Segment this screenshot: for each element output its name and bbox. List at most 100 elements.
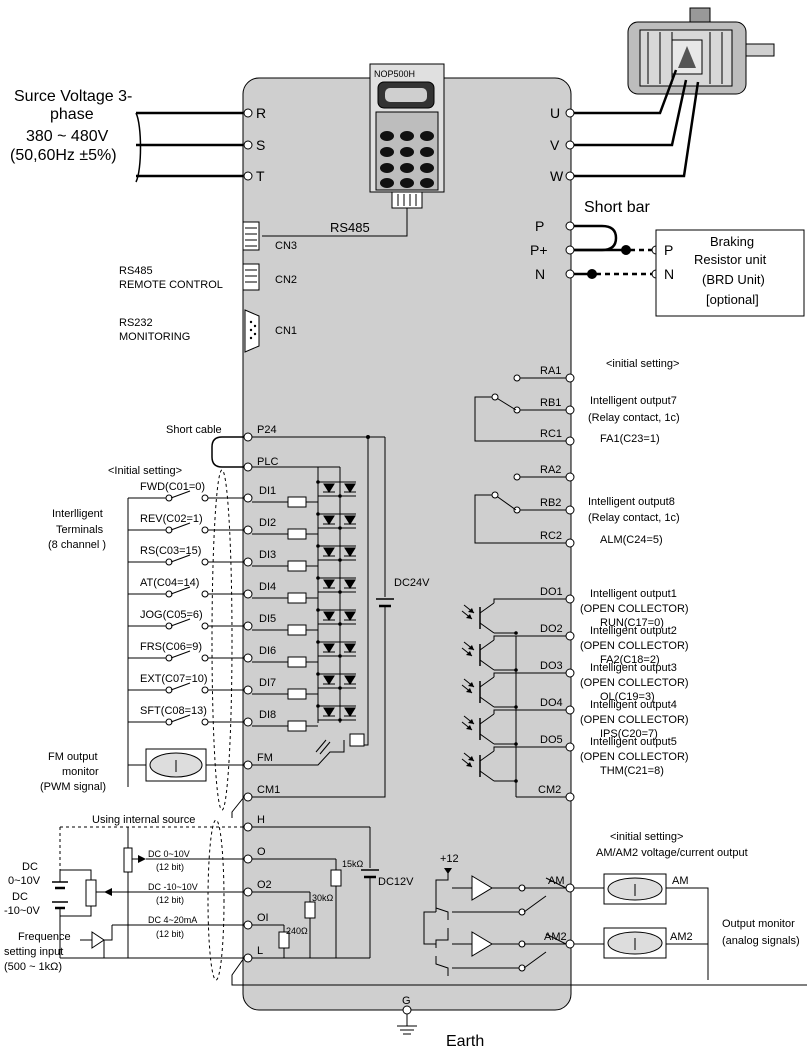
terminal-p: P — [535, 218, 544, 234]
o2-signal-1: DC -10~10V — [148, 882, 198, 892]
input-terminal-label: DI8 — [259, 709, 276, 721]
terminal-t: T — [256, 168, 265, 184]
r15k-label: 15kΩ — [342, 859, 364, 869]
output-desc-line2: (OPEN COLLECTOR) — [580, 714, 689, 726]
terminal-rb1: RB1 — [540, 397, 561, 409]
short-bar-label: Short bar — [584, 199, 650, 216]
connector-cn1: CN1 — [275, 325, 297, 337]
input-terminal-label: DI5 — [259, 613, 276, 625]
am-initial-setting: <initial setting> — [610, 831, 683, 843]
terminal-cm1: CM1 — [257, 784, 280, 796]
output-monitor-1: Output monitor — [722, 918, 795, 930]
output-monitor-2: (analog signals) — [722, 935, 800, 947]
o-signal-2: (12 bit) — [156, 862, 184, 872]
brd-unit-box — [655, 229, 805, 317]
r30k-label: 30kΩ — [312, 893, 334, 903]
input-row: REV(C02=1) DI2 — [128, 512, 356, 540]
cn2-desc-line2: REMOTE CONTROL — [119, 279, 223, 291]
input-terminal-label: DI3 — [259, 549, 276, 561]
input-setting-label: REV(C02=1) — [140, 513, 203, 525]
output-desc-line1: Intelligent output5 — [590, 736, 677, 748]
input-setting-label: JOG(C05=6) — [140, 609, 203, 621]
terminal-ra1: RA1 — [540, 365, 561, 377]
brd-p-terminal: P — [664, 242, 673, 258]
am-meter-label: AM — [672, 875, 689, 887]
inputs-initial-setting: <Initial setting> — [108, 465, 182, 477]
supply-phase-label: phase — [50, 106, 94, 123]
cn1-desc-line1: RS232 — [119, 317, 153, 329]
r240-label: 240Ω — [286, 926, 308, 936]
terminal-p24: P24 — [257, 424, 277, 436]
output-terminal-label: DO4 — [540, 697, 563, 709]
output-desc-line2: (OPEN COLLECTOR) — [580, 603, 689, 615]
input-terminal-label: DI1 — [259, 485, 276, 497]
dc-label-4: -10~0V — [4, 905, 40, 917]
out8-line3: ALM(C24=5) — [600, 534, 663, 546]
input-row: RS(C03=15)DI3 — [128, 544, 356, 572]
terminal-u: U — [550, 105, 560, 121]
terminal-fm: FM — [257, 752, 273, 764]
terminal-v: V — [550, 137, 560, 153]
input-terminal-label: DI4 — [259, 581, 276, 593]
out8-line1: Intelligent output8 — [588, 496, 675, 508]
input-setting-label: EXT(C07=10) — [140, 673, 208, 685]
connector-cn2: CN2 — [275, 274, 297, 286]
inputs-group-line1: Interlligent — [52, 508, 103, 520]
dc24v-label: DC24V — [394, 577, 430, 589]
input-terminal-label: DI2 — [259, 517, 276, 529]
input-terminal-label: DI7 — [259, 677, 276, 689]
supply-frequency-label: (50,60Hz ±5%) — [10, 147, 117, 164]
dc-label-2: 0~10V — [8, 875, 41, 887]
terminal-o: O — [257, 846, 266, 858]
terminal-h: H — [257, 814, 265, 826]
input-setting-label: FRS(C06=9) — [140, 641, 202, 653]
output-desc-line1: Intelligent output3 — [590, 662, 677, 674]
input-setting-label: FWD(C01=0) — [140, 481, 205, 493]
output-desc-line3: RUN(C17=0) — [600, 617, 664, 629]
output-desc-line3: OL(C19=3) — [600, 691, 655, 703]
brd-line2: Resistor unit — [694, 252, 767, 267]
supply-voltage-label: Surce Voltage 3- — [14, 88, 132, 105]
o-signal-1: DC 0~10V — [148, 849, 190, 859]
oi-signal-1: DC 4~20mA — [148, 915, 197, 925]
motor-icon — [627, 7, 775, 95]
input-terminal-label: DI6 — [259, 645, 276, 657]
dc12v-label: DC12V — [378, 876, 414, 888]
terminal-s: S — [256, 137, 265, 153]
output-desc-line3: FA2(C18=2) — [600, 654, 660, 666]
freq-label-1: Frequence — [18, 931, 71, 943]
terminal-w: W — [550, 168, 564, 184]
terminal-rc2: RC2 — [540, 530, 562, 542]
output-desc-line1: Intelligent output2 — [590, 625, 677, 637]
terminal-o2: O2 — [257, 879, 272, 891]
output-desc-line2: (OPEN COLLECTOR) — [580, 751, 689, 763]
terminal-plc: PLC — [257, 456, 278, 468]
keypad-model: NOP500H — [374, 69, 415, 79]
inputs-group-line2: Terminals — [56, 524, 104, 536]
plus12-label: +12 — [440, 853, 459, 865]
out7-line2: (Relay contact, 1c) — [588, 412, 680, 424]
am2-meter-label: AM2 — [670, 931, 693, 943]
input-setting-label: SFT(C08=13) — [140, 705, 207, 717]
brd-line3: (BRD Unit) — [702, 272, 765, 287]
output-terminal-label: DO5 — [540, 734, 563, 746]
terminal-rc1: RC1 — [540, 428, 562, 440]
short-cable-label: Short cable — [166, 424, 222, 436]
connector-cn3: CN3 — [275, 240, 297, 252]
terminal-rb2: RB2 — [540, 497, 561, 509]
oi-signal-2: (12 bit) — [156, 929, 184, 939]
input-rows: FWD(C01=0)DI1REV(C02=1)DI2RS(C03=15)DI3A… — [128, 480, 356, 732]
input-row: EXT(C07=10) DI7 — [128, 672, 356, 700]
terminal-oi: OI — [257, 912, 269, 924]
fm-desc-line3: (PWM signal) — [40, 781, 106, 793]
freq-label-3: (500 ~ 1kΩ) — [4, 961, 62, 973]
brd-line4: [optional] — [706, 292, 759, 307]
output-terminal-label: DO1 — [540, 586, 563, 598]
brd-line1: Braking — [710, 234, 754, 249]
